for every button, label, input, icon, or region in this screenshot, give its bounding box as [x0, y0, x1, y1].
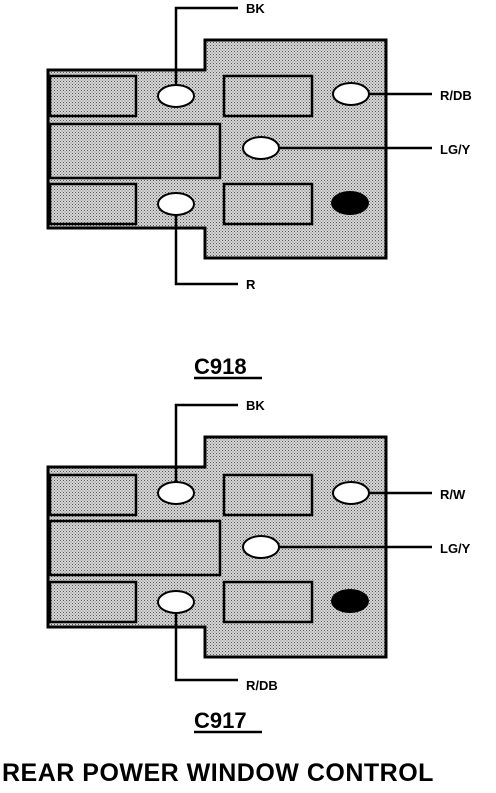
page-title: REAR POWER WINDOW CONTROL [2, 759, 434, 787]
pin-hole [157, 481, 195, 505]
connector-body [46, 435, 388, 659]
connector-title: C917 [194, 708, 247, 733]
filled-cavity [331, 191, 369, 215]
pin-hole [157, 590, 195, 614]
leader-line [174, 215, 238, 286]
leader-line [174, 613, 238, 682]
wire-label-right-middle: LG/Y [440, 142, 471, 157]
wire-label-top: BK [246, 398, 265, 413]
connector-title: C918 [194, 354, 247, 379]
pin-hole [242, 535, 280, 559]
wire-label-right-upper: R/DB [440, 88, 472, 103]
pin-hole [332, 481, 370, 505]
wire-label-right-upper: R/W [440, 487, 466, 502]
leader-line [174, 6, 238, 85]
wire-label-top: BK [246, 1, 265, 16]
connector-c917: BK R/W LG/Y R/DB C917 [46, 398, 471, 734]
wire-label-bottom: R [246, 277, 256, 292]
connector-c918: BK R/DB LG/Y R C918 [46, 1, 472, 380]
pin-hole [157, 84, 195, 108]
connector-body [46, 38, 388, 260]
wire-label-right-middle: LG/Y [440, 541, 471, 556]
filled-cavity [331, 589, 369, 613]
pin-hole [242, 136, 280, 160]
pin-hole [157, 192, 195, 216]
leader-line [174, 403, 238, 482]
wire-label-bottom: R/DB [246, 678, 278, 693]
pin-hole [332, 82, 370, 106]
